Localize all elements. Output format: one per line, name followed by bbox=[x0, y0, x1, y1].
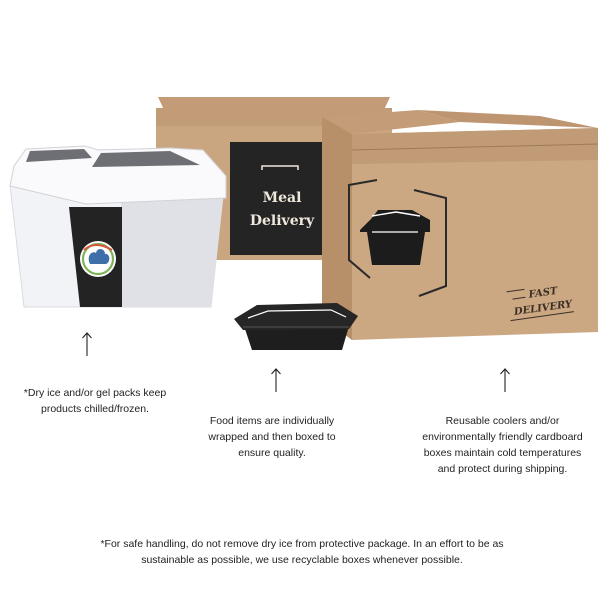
cooler-body-shadow bbox=[121, 192, 224, 307]
logo-swoosh bbox=[83, 244, 113, 251]
front-box-seam bbox=[351, 143, 599, 151]
insulated-cooler bbox=[9, 145, 227, 308]
front-box-main-face bbox=[352, 128, 598, 340]
outline-frame-right bbox=[413, 189, 447, 297]
front-box-lid-right bbox=[418, 110, 598, 128]
cooler-caption: *Dry ice and/or gel packs keep products … bbox=[23, 387, 167, 415]
tray-caption: Food items are individually wrapped and … bbox=[208, 415, 336, 459]
tray-lid-highlight bbox=[247, 309, 347, 319]
tray-base bbox=[244, 326, 349, 350]
cooler-arrow-icon bbox=[82, 332, 92, 356]
chef-hat-icon bbox=[88, 248, 110, 264]
brand-logo-ring bbox=[81, 242, 115, 276]
takeout-container-icon bbox=[360, 210, 430, 265]
front-box-front-face bbox=[322, 117, 352, 340]
label-bracket-icon bbox=[261, 165, 299, 170]
outline-frame-left bbox=[348, 179, 378, 279]
front-box-flap-band bbox=[352, 128, 598, 164]
label-line-meal: Meal bbox=[263, 190, 302, 206]
box-arrow-icon bbox=[500, 368, 510, 392]
stamp-fast: FAST bbox=[527, 286, 560, 301]
front-cardboard-box: FAST DELIVERY bbox=[322, 110, 599, 340]
safety-footnote: *For safe handling, do not remove dry ic… bbox=[100, 538, 504, 566]
cooler-lid-inset-right bbox=[92, 151, 200, 167]
meal-delivery-label bbox=[230, 142, 330, 255]
cooler-lid-inset-left bbox=[26, 149, 92, 162]
tray-arrow-icon bbox=[271, 368, 281, 392]
takeout-tray bbox=[234, 303, 358, 350]
front-box-lid-left bbox=[322, 110, 460, 134]
label-line-delivery: Delivery bbox=[250, 213, 315, 229]
box-caption: Reusable coolers and/or environmentally … bbox=[422, 415, 583, 475]
